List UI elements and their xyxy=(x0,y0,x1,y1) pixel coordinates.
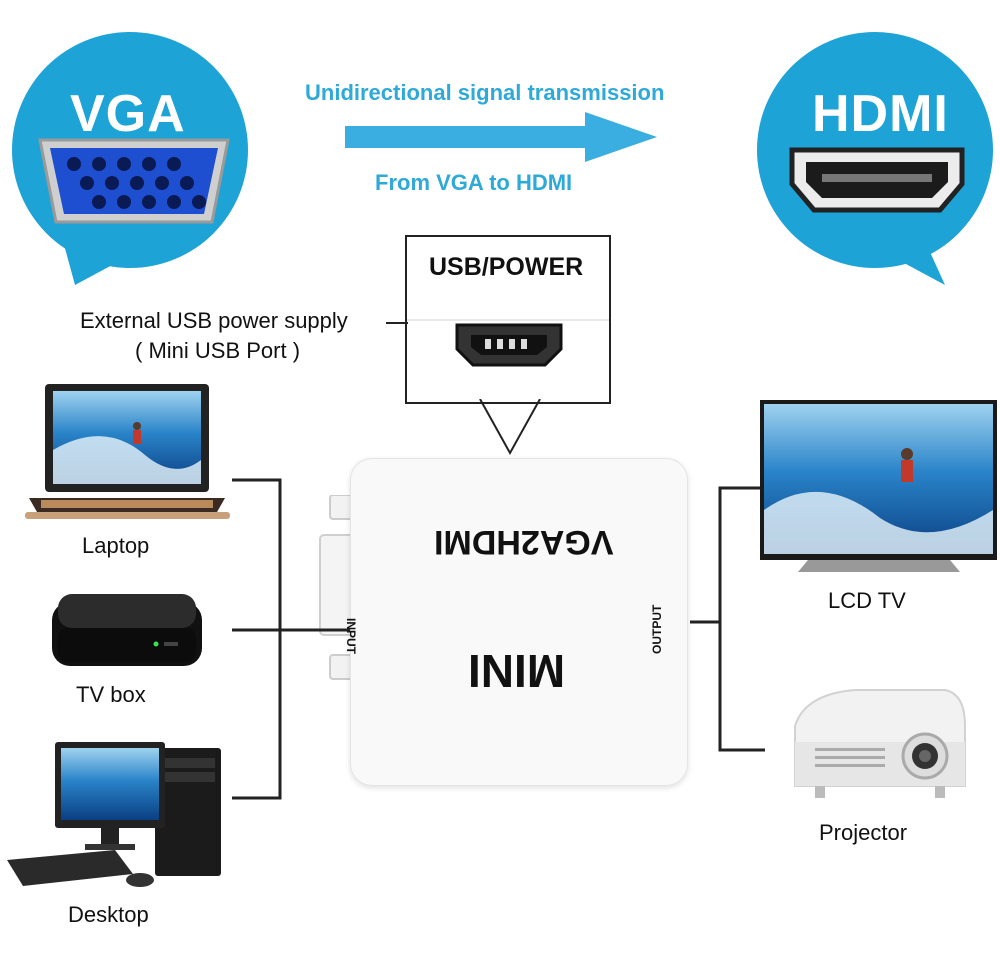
output-label-lcd-tv: LCD TV xyxy=(828,588,906,613)
usb-callout-pointer xyxy=(479,399,541,456)
source-bracket-lines xyxy=(232,478,350,800)
converter-brand: MINI xyxy=(468,645,566,697)
source-label-desktop: Desktop xyxy=(68,902,149,927)
output-bracket-lines xyxy=(690,486,765,752)
projector-icon xyxy=(794,689,966,798)
hdmi-badge-label: HDMI xyxy=(812,85,949,143)
right-arrow-icon xyxy=(345,112,657,162)
output-label-projector: Projector xyxy=(819,820,908,845)
converter-box: VGA2HDMI MINI INPUT OUTPUT xyxy=(344,458,688,786)
desktop-icon xyxy=(7,742,221,887)
source-label-laptop: Laptop xyxy=(82,533,150,558)
tv-box-icon xyxy=(52,594,202,666)
converter-output-label: OUTPUT xyxy=(650,604,664,654)
laptop-icon xyxy=(25,384,230,519)
hdmi-badge: HDMI xyxy=(740,0,1000,300)
usb-callout: USB/POWER xyxy=(405,235,611,404)
usb-callout-divider xyxy=(407,319,609,321)
usb-caption-line2: ( Mini USB Port ) xyxy=(135,338,301,363)
lcd-tv-icon xyxy=(760,400,997,572)
hdmi-bubble-icon xyxy=(757,32,993,285)
mini-usb-port-icon xyxy=(455,323,563,367)
usb-caption-leader xyxy=(386,322,408,324)
vga-bubble-icon xyxy=(12,32,248,285)
vga-badge: VGA xyxy=(0,0,260,300)
usb-caption-line1: External USB power supply xyxy=(80,308,348,333)
arrow-bottom-text: From VGA to HDMI xyxy=(375,170,573,195)
vga-badge-label: VGA xyxy=(70,85,186,143)
arrow-top-text: Unidirectional signal transmission xyxy=(305,80,665,105)
source-label-tv-box: TV box xyxy=(76,682,146,707)
vga-plug-icon xyxy=(319,495,355,680)
usb-callout-title: USB/POWER xyxy=(429,253,584,281)
converter-model: VGA2HDMI xyxy=(434,523,614,561)
